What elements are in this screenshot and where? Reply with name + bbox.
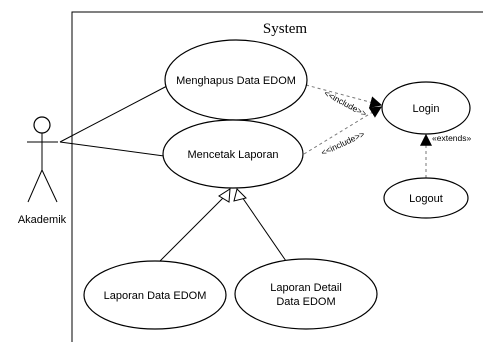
include-label-1: <<include>> <box>322 88 368 119</box>
usecase-logout <box>383 177 469 219</box>
usecase-login-label: Login <box>413 103 440 115</box>
include-line-menghapus <box>305 84 383 109</box>
extends-label: «extends» <box>432 133 471 143</box>
usecase-laporan-data-label: Laporan Data EDOM <box>104 290 207 302</box>
usecase-logout-label: Logout <box>409 193 443 205</box>
usecase-laporan-detail-label-line2: Data EDOM <box>276 296 335 308</box>
generalization-arrow-left <box>218 188 231 203</box>
generalization-laporan-data <box>156 196 225 265</box>
system-boundary <box>71 11 483 342</box>
system-title: System <box>263 21 308 37</box>
actor-head <box>33 116 51 134</box>
generalization-laporan-detail <box>241 196 287 262</box>
actor-label: Akademik <box>18 214 67 226</box>
generalization-arrow-right <box>233 188 247 202</box>
usecase-mencetak-label: Mencetak Laporan <box>187 149 278 161</box>
usecase-mencetak-laporan <box>162 119 304 189</box>
association-mencetak <box>59 141 165 157</box>
actor-right-leg <box>41 169 58 203</box>
usecase-laporan-data-edom <box>83 260 227 330</box>
include-label-2: <<include>> <box>319 129 366 158</box>
actor-left-leg <box>27 169 43 203</box>
actor-akademik: Akademik <box>18 116 67 226</box>
usecase-laporan-detail-data-edom <box>234 258 378 330</box>
usecase-login <box>381 81 471 135</box>
usecase-laporan-detail-label-line1: Laporan Detail <box>270 282 342 294</box>
association-menghapus <box>59 85 168 143</box>
usecase-menghapus-label: Menghapus Data EDOM <box>176 75 296 87</box>
